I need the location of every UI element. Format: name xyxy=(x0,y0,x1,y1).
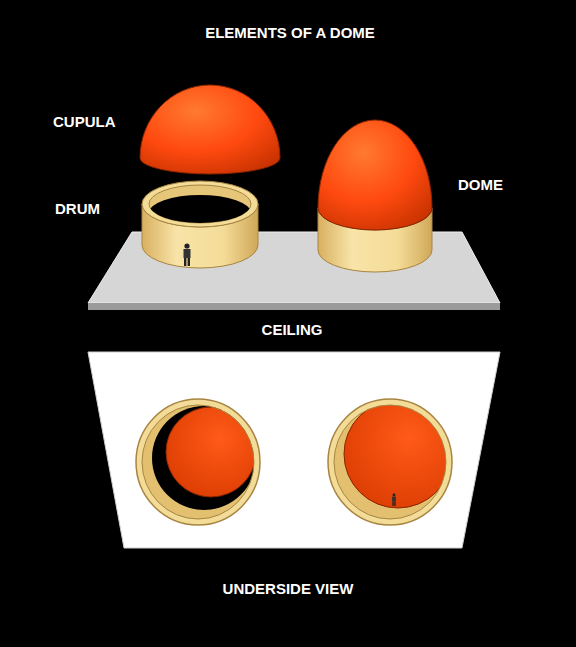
part-label: UNDERSIDE VIEW xyxy=(223,580,354,598)
cupula-shape xyxy=(140,85,280,174)
part-label: CUPULA xyxy=(53,113,116,131)
dome-scene xyxy=(88,85,500,548)
ceiling-underside xyxy=(88,352,500,548)
diagram-title: ELEMENTS OF A DOME xyxy=(205,24,375,42)
dome-shape xyxy=(318,120,432,230)
part-label: CEILING xyxy=(262,321,323,339)
person-figure xyxy=(184,243,191,266)
ceiling-edge xyxy=(88,303,500,310)
drum-opening xyxy=(149,195,251,231)
part-label: DOME xyxy=(458,176,503,194)
part-label: DRUM xyxy=(55,200,100,218)
cupula-opening-view xyxy=(136,399,260,525)
dome-opening-view xyxy=(328,399,452,525)
person-figure xyxy=(392,494,396,506)
